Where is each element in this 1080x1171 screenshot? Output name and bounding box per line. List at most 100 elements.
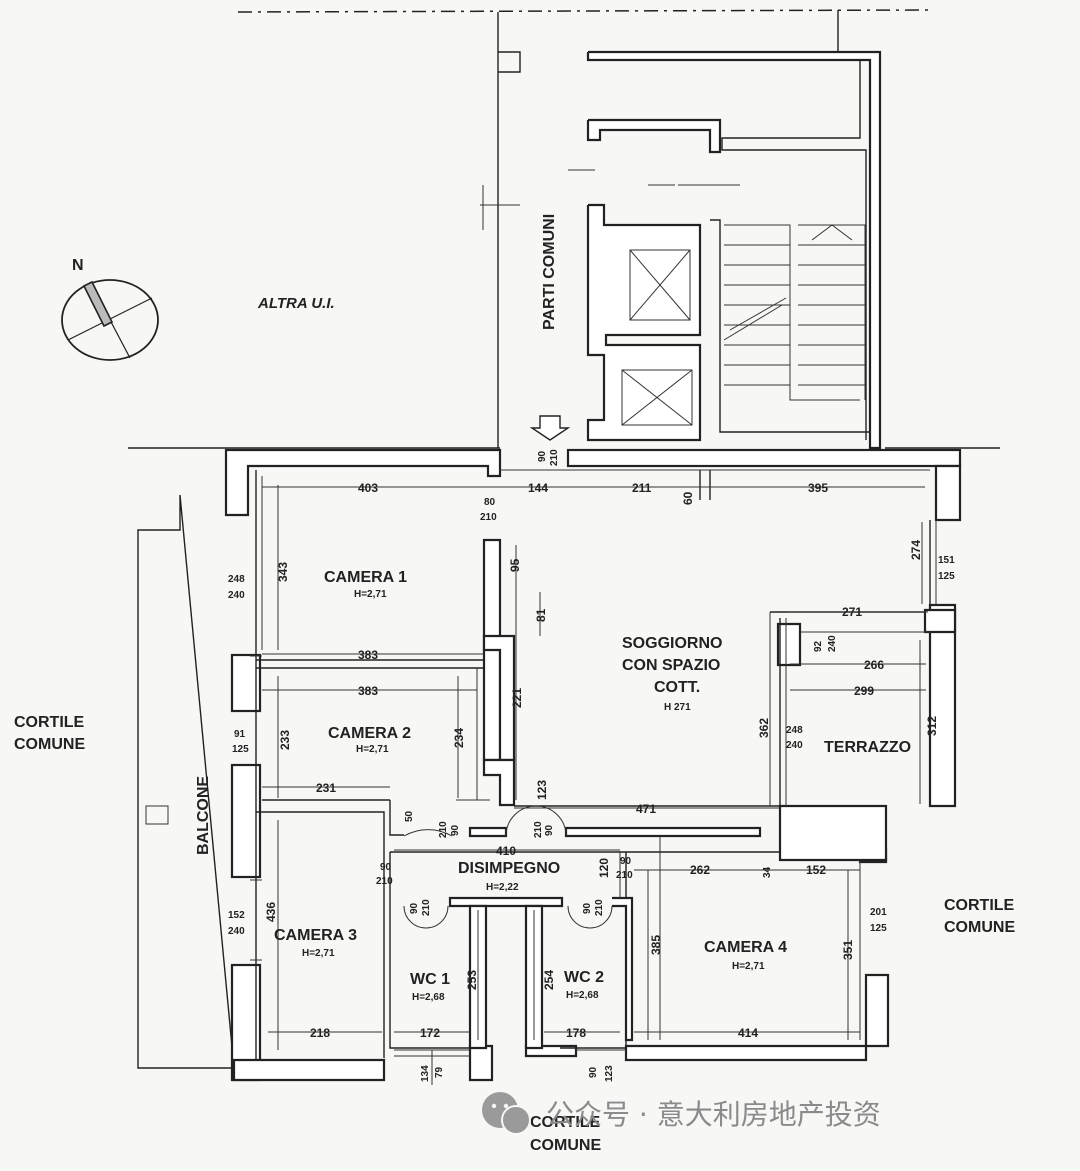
dim-label: 211 xyxy=(632,481,652,495)
dim-label: 134 xyxy=(420,1065,431,1082)
soggiorno-line1: SOGGIORNO xyxy=(622,635,722,652)
dim-label: 151 xyxy=(938,555,955,566)
dim-label: 210 xyxy=(480,512,497,523)
cortile-left-2: COMUNE xyxy=(14,736,85,753)
dim-label: 210 xyxy=(616,870,633,881)
dim-label: 125 xyxy=(938,571,955,582)
disimpegno-height: H=2,22 xyxy=(486,882,519,893)
dim-label: 343 xyxy=(276,562,290,582)
dim-label: 218 xyxy=(310,1026,330,1040)
dim-label: 80 xyxy=(484,497,496,508)
cortile-left-1: CORTILE xyxy=(14,714,85,731)
dim-label: 351 xyxy=(841,940,855,960)
camera1-name: CAMERA 1 xyxy=(324,569,407,586)
parti-comuni-label: PARTI COMUNI xyxy=(541,214,558,330)
dim-label: 210 xyxy=(594,899,605,916)
wc1-height: H=2,68 xyxy=(412,992,445,1003)
dim-label: 152 xyxy=(806,863,826,877)
camera3-name: CAMERA 3 xyxy=(274,927,357,944)
balcone-label: BALCONE xyxy=(195,776,212,855)
dim-label: 152 xyxy=(228,910,245,921)
elevator-2-icon xyxy=(621,369,693,426)
camera2-name: CAMERA 2 xyxy=(328,725,411,742)
camera4-name: CAMERA 4 xyxy=(704,939,787,956)
cortile-right-1: CORTILE xyxy=(944,897,1015,914)
dim-label: 240 xyxy=(786,740,803,751)
watermark: 公众号 · 意大利房地产投资 xyxy=(482,1092,881,1135)
dim-label: 240 xyxy=(827,635,838,652)
dim-label: 79 xyxy=(434,1066,445,1078)
common-parts xyxy=(480,50,882,450)
dimension-lines xyxy=(262,485,928,1085)
interior-walls xyxy=(250,469,937,1060)
cortile-bottom-2: COMUNE xyxy=(530,1137,601,1154)
cortile-bottom-1: CORTILE xyxy=(530,1114,601,1131)
north-label: N xyxy=(72,257,84,274)
dim-label: 34 xyxy=(762,866,773,878)
dim-label: 253 xyxy=(465,970,479,990)
dim-label: 271 xyxy=(842,605,862,619)
balcone-post xyxy=(145,805,169,825)
dim-label: 95 xyxy=(508,558,522,572)
dim-label: 90 xyxy=(380,862,392,873)
dim-label: 383 xyxy=(358,684,378,698)
dim-label: 120 xyxy=(597,858,611,878)
wc2-height: H=2,68 xyxy=(566,990,599,1001)
soggiorno-line3: COTT. xyxy=(654,679,700,696)
dim-label: 274 xyxy=(909,540,923,560)
balcone-area xyxy=(137,494,235,1069)
dim-label: 90 xyxy=(588,1066,599,1078)
camera4-height: H=2,71 xyxy=(732,961,765,972)
cortile-right-2: COMUNE xyxy=(944,919,1015,936)
dim-label: 410 xyxy=(496,844,516,858)
disimpegno-name: DISIMPEGNO xyxy=(458,860,560,877)
dim-label: 362 xyxy=(757,718,771,738)
dim-label: 436 xyxy=(264,902,278,922)
elevator-1-icon xyxy=(629,249,691,321)
dim-label: 210 xyxy=(533,821,544,838)
entry-arrow-icon xyxy=(529,415,571,441)
dim-label: 90 xyxy=(544,824,555,836)
soggiorno-height: H 271 xyxy=(664,702,691,713)
dim-label: 172 xyxy=(420,1026,440,1040)
camera1-height: H=2,71 xyxy=(354,589,387,600)
dim-label: 125 xyxy=(870,923,887,934)
dim-label: 254 xyxy=(542,970,556,990)
compass-icon xyxy=(61,279,159,361)
dim-label: 395 xyxy=(808,481,828,495)
dim-label: 90 xyxy=(620,856,632,867)
dim-label: 471 xyxy=(636,802,656,816)
dim-label: 240 xyxy=(228,926,245,937)
wc2-name: WC 2 xyxy=(564,969,604,986)
dim-label: 81 xyxy=(534,608,548,622)
dim-label: 91 xyxy=(234,729,246,740)
dim-label: 123 xyxy=(535,780,549,800)
stairs-icon xyxy=(723,224,865,386)
dim-label: 90 xyxy=(450,824,461,836)
dim-label: 262 xyxy=(690,863,710,877)
watermark-text: 公众号 · 意大利房地产投资 xyxy=(546,1098,881,1131)
dim-label: 312 xyxy=(925,716,939,736)
dim-label: 234 xyxy=(452,728,466,748)
dim-label: 178 xyxy=(566,1026,586,1040)
soggiorno-line2: CON SPAZIO xyxy=(622,657,720,674)
dim-label: 233 xyxy=(278,730,292,750)
dim-label: 414 xyxy=(738,1026,758,1040)
dim-label: 266 xyxy=(864,658,884,672)
dim-label: 144 xyxy=(528,481,548,495)
dim-label: 90 xyxy=(409,902,420,914)
dim-label: 210 xyxy=(421,899,432,916)
dim-label: 403 xyxy=(358,481,378,495)
dim-label: 221 xyxy=(510,688,524,708)
door-openings xyxy=(403,805,621,929)
dim-label: 90 xyxy=(537,450,548,462)
dim-label: 60 xyxy=(681,491,695,505)
dim-label: 231 xyxy=(316,781,336,795)
dim-label: 90 xyxy=(582,902,593,914)
altra-ui-label: ALTRA U.I. xyxy=(257,295,335,312)
dimension-labels: 403 144 211 60 395 90 210 80 210 343 383… xyxy=(228,449,955,1082)
camera3-height: H=2,71 xyxy=(302,948,335,959)
dim-label: 299 xyxy=(854,684,874,698)
dim-label: 201 xyxy=(870,907,887,918)
